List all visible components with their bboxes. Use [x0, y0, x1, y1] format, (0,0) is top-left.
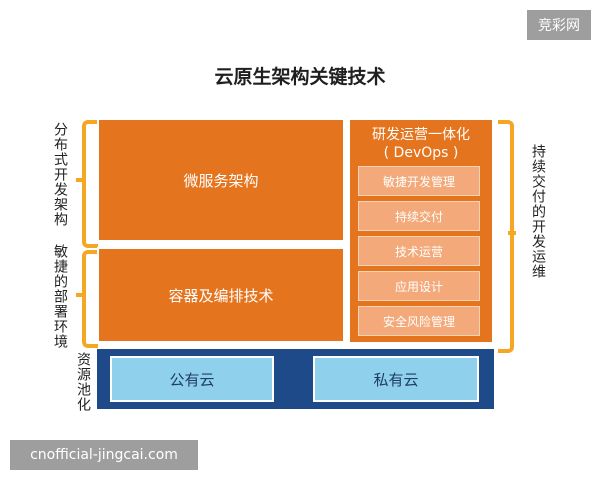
bracket-distributed-nub — [76, 178, 84, 182]
devops-item-tech-operations: 技术运营 — [358, 236, 480, 266]
private-cloud-box: 私有云 — [313, 356, 479, 402]
bracket-devops — [498, 120, 514, 353]
block-containers-label: 容器及编排技术 — [168, 286, 274, 305]
devops-title-line1: 研发运营一体化 — [372, 127, 470, 143]
block-microservices: 微服务架构 — [97, 118, 345, 242]
bracket-devops-nub — [508, 231, 516, 235]
devops-item-app-design: 应用设计 — [358, 271, 480, 301]
label-continuous-delivery-devops: 持续交付的开发运维 — [530, 144, 546, 279]
label-agile-deployment: 敏捷的部署环境 — [52, 244, 68, 349]
watermark-top-right: 竞彩网 — [527, 10, 591, 40]
devops-item-agile-management: 敏捷开发管理 — [358, 166, 480, 196]
watermark-bottom-left: cnofficial-jingcai.com — [10, 440, 198, 470]
label-distributed-architecture: 分布式开发架构 — [52, 122, 68, 227]
public-cloud-label: 公有云 — [169, 370, 215, 389]
bracket-distributed — [82, 120, 98, 248]
devops-title-line2: ( DevOps ) — [383, 145, 459, 161]
label-resource-pooling: 资源池化 — [75, 352, 91, 412]
bracket-agile — [82, 250, 98, 348]
diagram-title: 云原生架构关键技术 — [214, 66, 386, 88]
block-microservices-label: 微服务架构 — [183, 171, 259, 190]
public-cloud-box: 公有云 — [110, 356, 274, 402]
devops-item-continuous-delivery: 持续交付 — [358, 201, 480, 231]
block-containers: 容器及编排技术 — [97, 247, 345, 343]
devops-item-security-risk: 安全风险管理 — [358, 306, 480, 336]
private-cloud-label: 私有云 — [373, 370, 419, 389]
devops-title: 研发运营一体化 ( DevOps ) — [350, 126, 492, 162]
bracket-agile-nub — [76, 293, 84, 297]
